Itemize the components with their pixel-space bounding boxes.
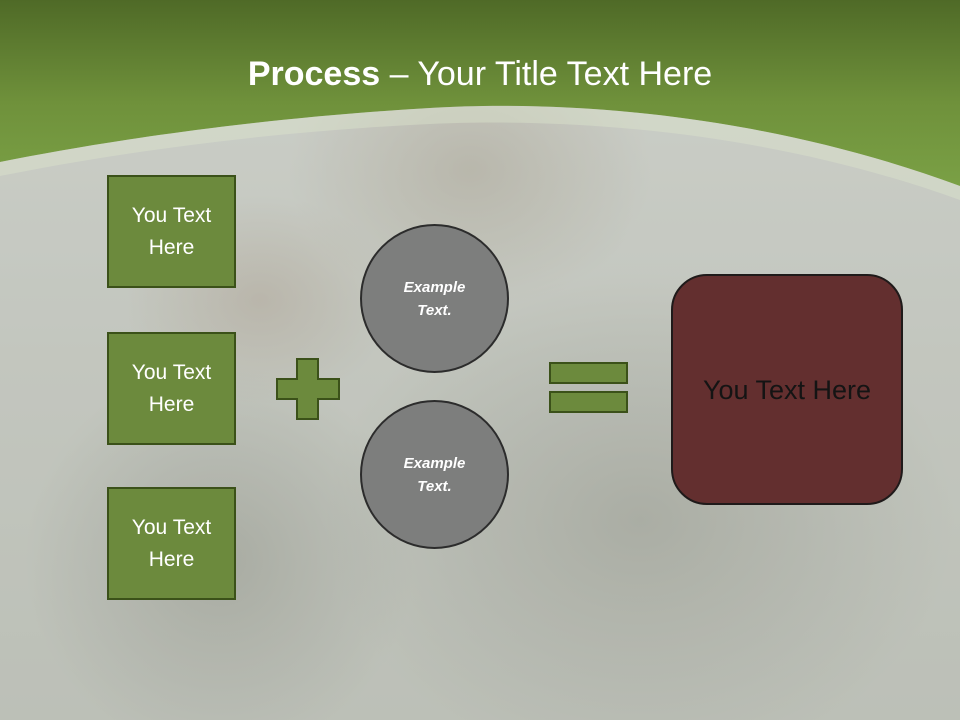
text-box-label: You Text Here: [131, 515, 212, 571]
circle-label: Example Text.: [403, 278, 466, 319]
text-box-label: You Text Here: [131, 360, 212, 416]
header-band: [0, 0, 960, 200]
title-bold: Process: [247, 55, 381, 93]
text-box-3[interactable]: You Text Here: [107, 487, 236, 600]
text-box-2[interactable]: You Text Here: [107, 332, 236, 445]
example-circle-1[interactable]: Example Text.: [360, 224, 509, 373]
text-box-1[interactable]: You Text Here: [107, 175, 236, 288]
plus-icon: [276, 358, 340, 420]
title-rest: – Your Title Text Here: [380, 55, 713, 93]
page-title: Process – Your Title Text Here: [0, 52, 960, 96]
text-box-label: You Text Here: [131, 203, 212, 259]
equals-icon: [549, 362, 628, 413]
circle-label: Example Text.: [403, 454, 466, 495]
example-circle-2[interactable]: Example Text.: [360, 400, 509, 549]
result-box[interactable]: You Text Here: [671, 274, 903, 505]
result-label: You Text Here: [702, 374, 872, 405]
